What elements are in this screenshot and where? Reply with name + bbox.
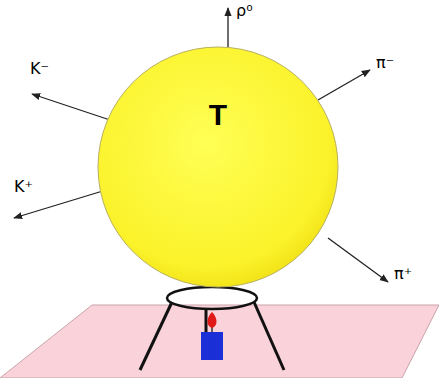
sphere-shape (97, 46, 339, 288)
candle-body (201, 332, 223, 360)
candle-flame (208, 312, 217, 328)
particle-label: K⁺ (14, 178, 33, 196)
particle-arrow (328, 238, 388, 282)
stand-leg (254, 302, 284, 370)
particle-label: π⁻ (376, 54, 394, 72)
particle-arrow (32, 94, 110, 120)
stand-ring (167, 287, 257, 309)
particle-arrow (318, 70, 370, 100)
stand-leg (140, 302, 172, 370)
particle-label: ρ⁰ (236, 2, 253, 20)
table-plane (0, 305, 439, 378)
particle-label: K⁻ (30, 60, 49, 78)
sphere-outline (98, 47, 338, 287)
particle-arrow (227, 8, 228, 50)
sphere-node: T (97, 46, 339, 288)
particle-label: π⁺ (394, 265, 412, 283)
sphere-label: T (209, 98, 227, 132)
